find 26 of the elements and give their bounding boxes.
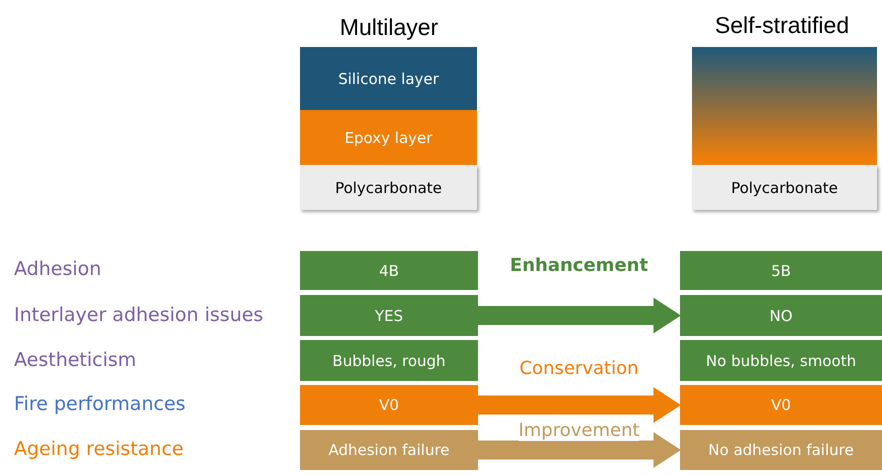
column-heading: Multilayer bbox=[340, 14, 438, 41]
block-arrow bbox=[478, 387, 681, 423]
table-cell: V0 bbox=[680, 385, 882, 425]
row-label: Fire performances bbox=[14, 393, 186, 415]
row-label: Adhesion bbox=[14, 258, 102, 280]
table-cell: V0 bbox=[300, 385, 478, 425]
row-label: Ageing resistance bbox=[14, 438, 184, 460]
epoxy-layer: Epoxy layer bbox=[300, 110, 477, 165]
table-cell: Bubbles, rough bbox=[300, 340, 478, 381]
row-label: Interlayer adhesion issues bbox=[14, 304, 264, 326]
table-cell: YES bbox=[300, 295, 478, 336]
block-arrow bbox=[478, 298, 681, 334]
table-cell: 5B bbox=[680, 251, 882, 290]
block-arrow bbox=[478, 432, 681, 468]
table-cell: No adhesion failure bbox=[680, 430, 882, 470]
table-cell: NO bbox=[680, 295, 882, 336]
graded-coating bbox=[692, 47, 877, 165]
silicone-layer: Silicone layer bbox=[300, 47, 477, 110]
table-cell: 4B bbox=[300, 251, 478, 290]
substrate-layer: Polycarbonate bbox=[692, 165, 877, 210]
substrate-layer: Polycarbonate bbox=[300, 165, 477, 210]
table-cell: Adhesion failure bbox=[300, 430, 478, 470]
column-heading: Self-stratified bbox=[714, 12, 850, 39]
row-label: Aestheticism bbox=[14, 349, 136, 371]
table-cell: No bubbles, smooth bbox=[680, 340, 882, 381]
edge-label: Improvement bbox=[518, 420, 640, 441]
